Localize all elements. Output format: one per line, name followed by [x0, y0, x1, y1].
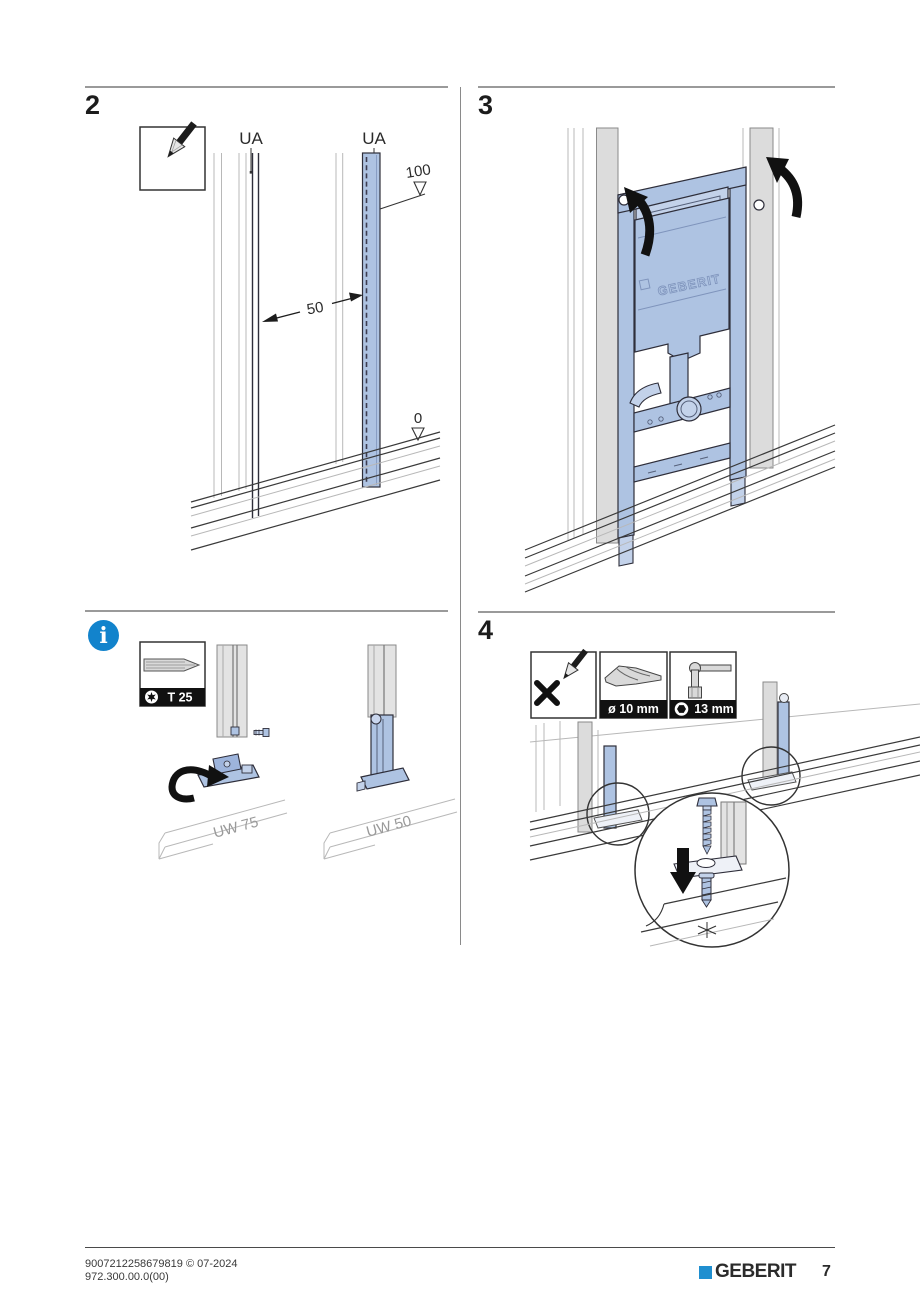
- pencil-tool-box: [139, 121, 206, 191]
- footer-doc-code-line1: 9007212258679819 © 07-2024: [85, 1258, 238, 1270]
- fastening-screw-icon: [753, 199, 765, 211]
- label-level-0: 0: [414, 410, 422, 427]
- floor-detail: [640, 877, 787, 947]
- mid-crossbar: [633, 387, 731, 433]
- level-marker-0: 0: [411, 410, 425, 442]
- brand-logo-text: GEBERIT: [715, 1261, 796, 1282]
- cistern: GEBERIT: [634, 197, 730, 362]
- level-triangle-icon: [411, 427, 425, 442]
- footer-doc-code: 9007212258679819 © 07-2024 972.300.00.0(…: [85, 1258, 237, 1284]
- floor-channel: [524, 424, 836, 593]
- leg-with-foot: [356, 644, 410, 792]
- page-number: 7: [822, 1263, 831, 1280]
- rule-step2: [85, 86, 448, 88]
- footer-rule: [85, 1247, 835, 1248]
- torx-size-label: T 25: [167, 691, 192, 705]
- step4-illustration: ø 10 mm 13 mm: [529, 648, 920, 948]
- drill-size-label: ø 10 mm: [608, 702, 659, 716]
- brand-logo-square-icon: [699, 1265, 712, 1279]
- anchor-screw-icon: [696, 797, 718, 855]
- arrow-right-head-icon: [766, 157, 789, 183]
- torx-tool-box: T 25: [139, 641, 206, 707]
- socket-tool-box: 13 mm: [669, 651, 737, 719]
- arrowhead-right-icon: [349, 292, 363, 302]
- info-icon-glyph: i: [99, 622, 108, 649]
- rule-step4: [478, 611, 835, 613]
- leg-assembly-left: [577, 721, 650, 846]
- wall-studs: [567, 127, 780, 544]
- level-triangle-icon: [413, 181, 427, 197]
- rotate-arrow-icon: [168, 765, 229, 803]
- wall-profile-lines: [213, 153, 344, 498]
- lower-crossbar: [633, 442, 731, 483]
- arrow-right-curve-icon: [776, 164, 803, 218]
- leg-profile-left: [216, 644, 248, 738]
- rule-step3: [478, 86, 835, 88]
- drill-bit-icon: [604, 665, 662, 687]
- level-marker-100: 100: [379, 161, 432, 210]
- step2-illustration: UA UA 100: [139, 121, 441, 551]
- frame-leg-left: [618, 534, 634, 567]
- socket-wrench-icon: [688, 662, 732, 699]
- step-2-number: 2: [85, 90, 101, 120]
- floor-channel: [190, 431, 441, 551]
- column-divider: [460, 87, 461, 945]
- brand-logo: GEBERIT: [699, 1261, 796, 1283]
- drill-tool-box: ø 10 mm: [599, 651, 668, 719]
- wall-plug-icon: [698, 872, 715, 908]
- wall-lines: [529, 703, 920, 812]
- detail-circle-left: [586, 782, 650, 846]
- screw-icon: [253, 728, 270, 737]
- embossed-logo-square-icon: [638, 278, 651, 291]
- tilt-arrows: [624, 157, 803, 257]
- rule-info: [85, 610, 448, 612]
- uw50-channel: UW 50: [323, 798, 458, 860]
- socket-size-label: 13 mm: [694, 702, 734, 716]
- uw75-channel: UW 75: [158, 799, 288, 860]
- leg-assembly-right: [741, 681, 801, 806]
- mark-tool-box: [530, 648, 597, 719]
- step-3-number: 3: [478, 90, 494, 120]
- flush-bend: [629, 382, 662, 408]
- pencil-icon: [563, 648, 588, 680]
- pencil-icon: [167, 121, 197, 158]
- detail-circle-main: [634, 792, 790, 948]
- arrowhead-left-icon: [262, 313, 278, 322]
- label-ua-right: UA: [362, 129, 386, 148]
- label-level-100: 100: [405, 161, 432, 182]
- torx-bit-icon: [143, 658, 201, 672]
- info-illustration: T 25: [139, 641, 458, 860]
- step-4-number: 4: [478, 615, 494, 645]
- label-ua-left: UA: [239, 129, 263, 148]
- step3-illustration: GEBERIT: [524, 127, 836, 593]
- cross-mark-icon: [534, 680, 560, 706]
- dimension-50: 50: [262, 292, 363, 322]
- duofix-frame: GEBERIT: [617, 166, 765, 567]
- info-icon: i: [88, 620, 119, 651]
- arrow-left-head-icon: [624, 187, 648, 213]
- drill-mark-icon: [697, 922, 717, 938]
- footer-doc-code-line2: 972.300.00.0(00): [85, 1271, 169, 1283]
- ua-profile-right-marked: [361, 152, 381, 488]
- label-dim-50: 50: [306, 299, 325, 319]
- down-arrow-icon: [670, 848, 696, 894]
- ua-profile-left: [251, 153, 260, 518]
